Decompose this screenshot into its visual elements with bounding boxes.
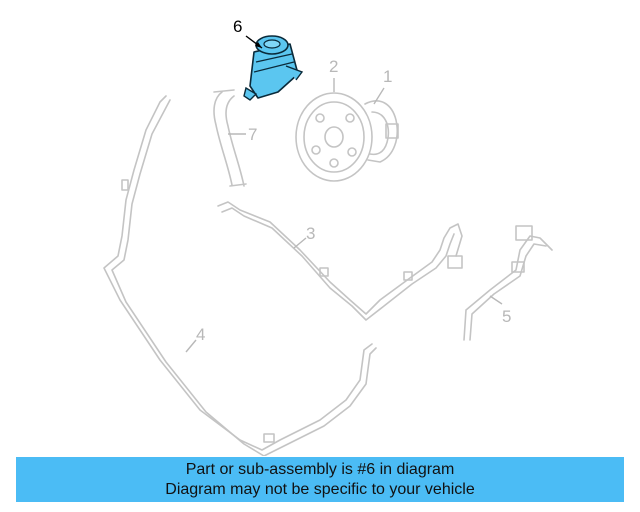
callout-1: 1 bbox=[383, 67, 393, 86]
callout-2: 2 bbox=[329, 57, 339, 76]
leader-6-arrow bbox=[255, 42, 262, 48]
info-banner: Part or sub-assembly is #6 in diagram Di… bbox=[16, 457, 624, 502]
leader-1 bbox=[373, 87, 385, 105]
banner-line-2: Diagram may not be specific to your vehi… bbox=[165, 480, 475, 498]
part-7-hose[interactable] bbox=[213, 89, 247, 187]
leader-3 bbox=[293, 237, 307, 249]
leader-5 bbox=[489, 295, 503, 305]
leader-4 bbox=[185, 339, 197, 353]
part-1-pump[interactable] bbox=[364, 100, 399, 163]
parts-diagram bbox=[103, 35, 553, 456]
part-4-return-line[interactable] bbox=[103, 95, 377, 456]
callout-4: 4 bbox=[196, 325, 206, 344]
part-2-pulley[interactable] bbox=[295, 92, 373, 182]
callout-5: 5 bbox=[502, 307, 512, 326]
part-3-pressure-line[interactable] bbox=[217, 201, 463, 321]
callout-7: 7 bbox=[248, 125, 258, 144]
banner-line-1: Part or sub-assembly is #6 in diagram bbox=[185, 460, 455, 478]
callout-6: 6 bbox=[233, 17, 243, 36]
callout-3: 3 bbox=[306, 224, 316, 243]
part-5-line[interactable] bbox=[463, 225, 553, 341]
part-6-reservoir[interactable] bbox=[243, 35, 304, 101]
